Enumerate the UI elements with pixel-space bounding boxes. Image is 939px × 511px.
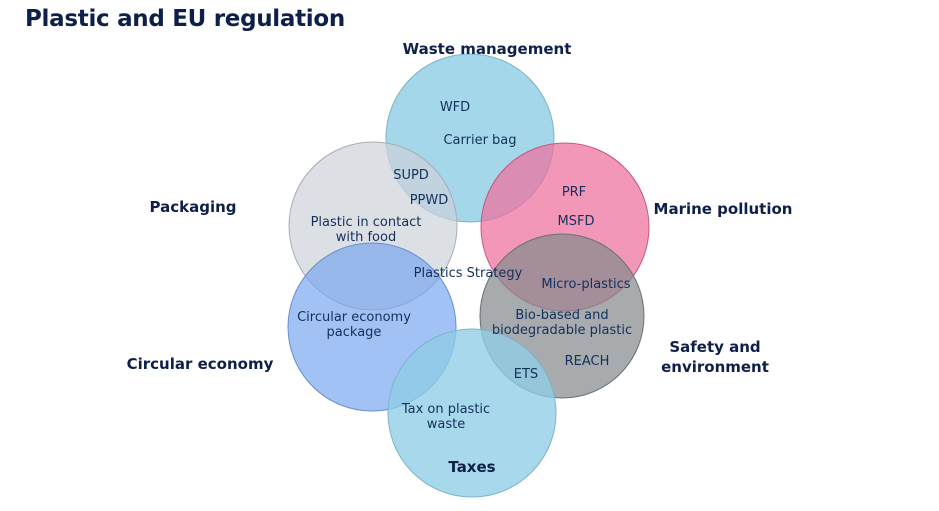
category-marine-pollution: Marine pollution: [654, 200, 793, 218]
item-carrier-bag: Carrier bag: [443, 133, 516, 148]
item-circ-line1: Circular economy: [297, 310, 411, 325]
item-prf: PRF: [562, 185, 586, 200]
category-safety-line2: environment: [661, 358, 769, 376]
item-tax-line2: waste: [427, 417, 465, 432]
item-tax-line1: Tax on plastic: [401, 402, 490, 417]
item-food-line1: Plastic in contact: [311, 215, 422, 230]
item-ppwd: PPWD: [410, 193, 449, 208]
item-wfd: WFD: [440, 100, 470, 115]
item-food-line2: with food: [336, 230, 396, 245]
category-safety-line1: Safety and: [669, 338, 760, 356]
category-waste-management: Waste management: [403, 40, 572, 58]
category-packaging: Packaging: [150, 198, 237, 216]
category-taxes: Taxes: [448, 458, 495, 476]
item-ets: ETS: [514, 367, 538, 382]
category-circular-economy: Circular economy: [127, 355, 274, 373]
item-msfd: MSFD: [558, 214, 595, 229]
item-circ-line2: package: [327, 325, 382, 340]
circle-taxes: [387, 328, 557, 498]
page-title: Plastic and EU regulation: [25, 6, 345, 32]
item-bio-line1: Bio-based and: [515, 308, 608, 323]
item-bio-line2: biodegradable plastic: [492, 323, 632, 338]
item-micro-plastics: Micro-plastics: [541, 277, 630, 292]
item-reach: REACH: [565, 354, 610, 369]
item-supd: SUPD: [393, 168, 429, 183]
item-plastics-strategy: Plastics Strategy: [414, 266, 523, 281]
